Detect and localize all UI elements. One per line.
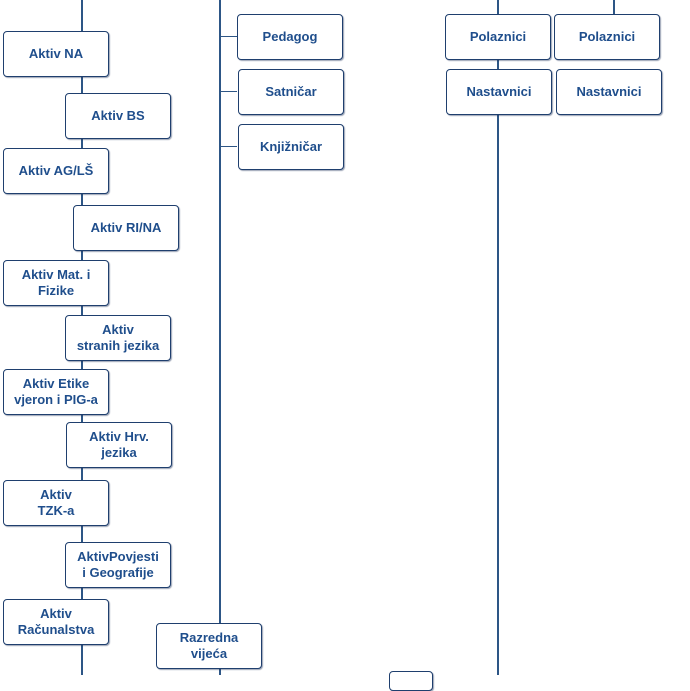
node-razredna-vijeca[interactable]: Razredna vijeća (156, 623, 262, 669)
connector-line-right (613, 0, 615, 14)
node-aktiv-ag-ls[interactable]: Aktiv AG/LŠ (3, 148, 109, 194)
node-aktiv-bs[interactable]: Aktiv BS (65, 93, 171, 139)
node-nastavnici-2[interactable]: Nastavnici (556, 69, 662, 115)
node-aktiv-etike[interactable]: Aktiv Etike vjeron i PIG-a (3, 369, 109, 415)
node-aktiv-hrv-jezika[interactable]: Aktiv Hrv. jezika (66, 422, 172, 468)
connector-line-polaznici (497, 0, 499, 675)
connector-branch-satnicar (219, 91, 237, 92)
connector-branch-knjiznicar (219, 146, 237, 147)
node-pedagog[interactable]: Pedagog (237, 14, 343, 60)
connector-branch-pedagog (219, 36, 237, 37)
connector-line-strucni (219, 0, 221, 675)
node-polaznici-1[interactable]: Polaznici (445, 14, 551, 60)
node-aktiv-racunalstva[interactable]: Aktiv Računalstva (3, 599, 109, 645)
node-polaznici-2[interactable]: Polaznici (554, 14, 660, 60)
node-aktiv-stranih-jezika[interactable]: Aktiv stranih jezika (65, 315, 171, 361)
node-knjiznicar[interactable]: Knjižničar (238, 124, 344, 170)
node-aktiv-na[interactable]: Aktiv NA (3, 31, 109, 77)
node-nastavnici-1[interactable]: Nastavnici (446, 69, 552, 115)
node-aktiv-tzk[interactable]: Aktiv TZK-a (3, 480, 109, 526)
node-aktiv-povijesti[interactable]: AktivPovjesti i Geografije (65, 542, 171, 588)
node-partial-bottom (389, 671, 433, 691)
node-aktiv-ri-na[interactable]: Aktiv RI/NA (73, 205, 179, 251)
org-chart: Pedagog Satničar Knjižničar Polaznici Po… (3, 0, 662, 691)
node-aktiv-mat-fizike[interactable]: Aktiv Mat. i Fizike (3, 260, 109, 306)
node-satnicar[interactable]: Satničar (238, 69, 344, 115)
